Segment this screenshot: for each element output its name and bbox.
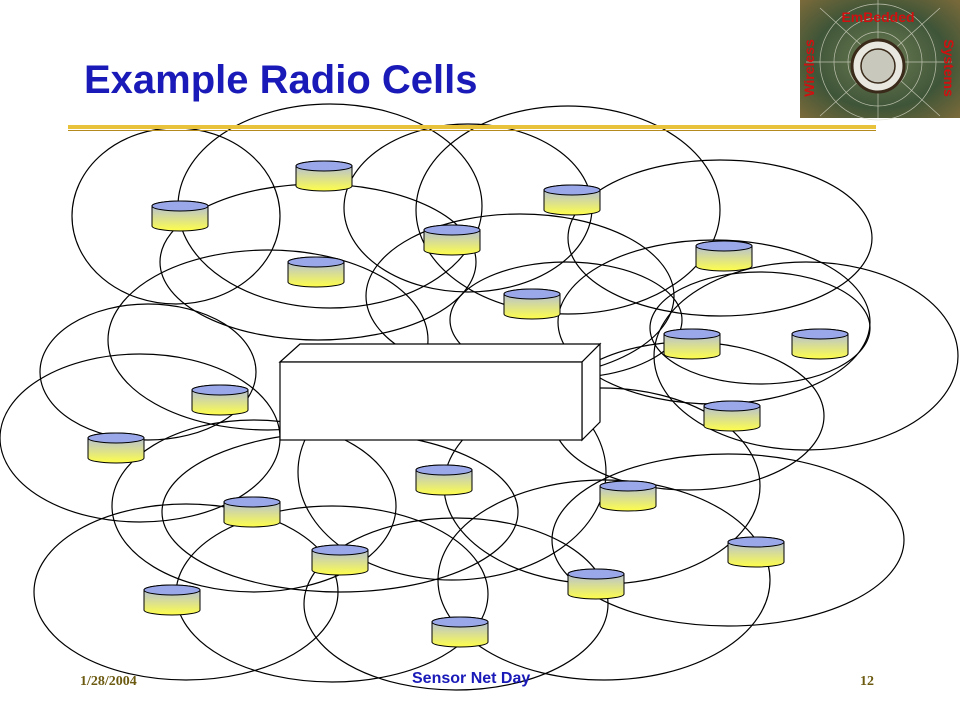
sensor-node-icon — [727, 536, 785, 568]
central-box-front — [279, 361, 583, 441]
central-box — [278, 342, 602, 442]
sensor-node-icon — [143, 584, 201, 616]
radio-cell — [175, 505, 489, 683]
title-underline-shadow — [68, 130, 876, 131]
slide-title: Example Radio Cells — [84, 58, 478, 102]
sensor-node-icon — [695, 240, 753, 272]
logo-top-text: EmBedded — [841, 9, 914, 25]
sensor-node-icon — [295, 160, 353, 192]
radio-cell — [111, 419, 397, 593]
sensor-node-icon — [543, 184, 601, 216]
radio-cell — [551, 453, 905, 627]
sensor-node-icon — [503, 288, 561, 320]
radio-cell — [39, 303, 257, 441]
logo: EmBedded Wireless Systems — [800, 0, 960, 121]
sensor-node-icon — [423, 224, 481, 256]
radio-cell — [653, 261, 959, 451]
sensor-node-icon — [311, 544, 369, 576]
radio-cell — [437, 479, 771, 681]
footer-title: Sensor Net Day — [412, 670, 531, 687]
title-underline — [68, 125, 876, 129]
central-box-top — [278, 343, 602, 363]
sensor-node-icon — [663, 328, 721, 360]
sensor-node-icon — [599, 480, 657, 512]
sensor-node-icon — [191, 384, 249, 416]
sensor-node-icon — [703, 400, 761, 432]
radio-cell — [567, 159, 873, 317]
sensor-node-icon — [287, 256, 345, 288]
sensor-node-icon — [567, 568, 625, 600]
sensor-node-icon — [223, 496, 281, 528]
logo-left-text: Wireless — [801, 39, 817, 97]
sensor-node-icon — [151, 200, 209, 232]
sensor-node-icon — [791, 328, 849, 360]
radio-cell — [33, 503, 339, 681]
radio-cell — [649, 271, 871, 385]
sensor-node-icon — [87, 432, 145, 464]
radio-cell — [415, 105, 721, 315]
sensor-node-icon — [431, 616, 489, 648]
logo-right-text: Systems — [941, 39, 957, 97]
radio-cell — [107, 249, 429, 431]
footer-date: 1/28/2004 — [80, 674, 137, 689]
sensor-node-icon — [415, 464, 473, 496]
radio-cell — [303, 517, 609, 691]
page-number: 12 — [860, 674, 874, 689]
